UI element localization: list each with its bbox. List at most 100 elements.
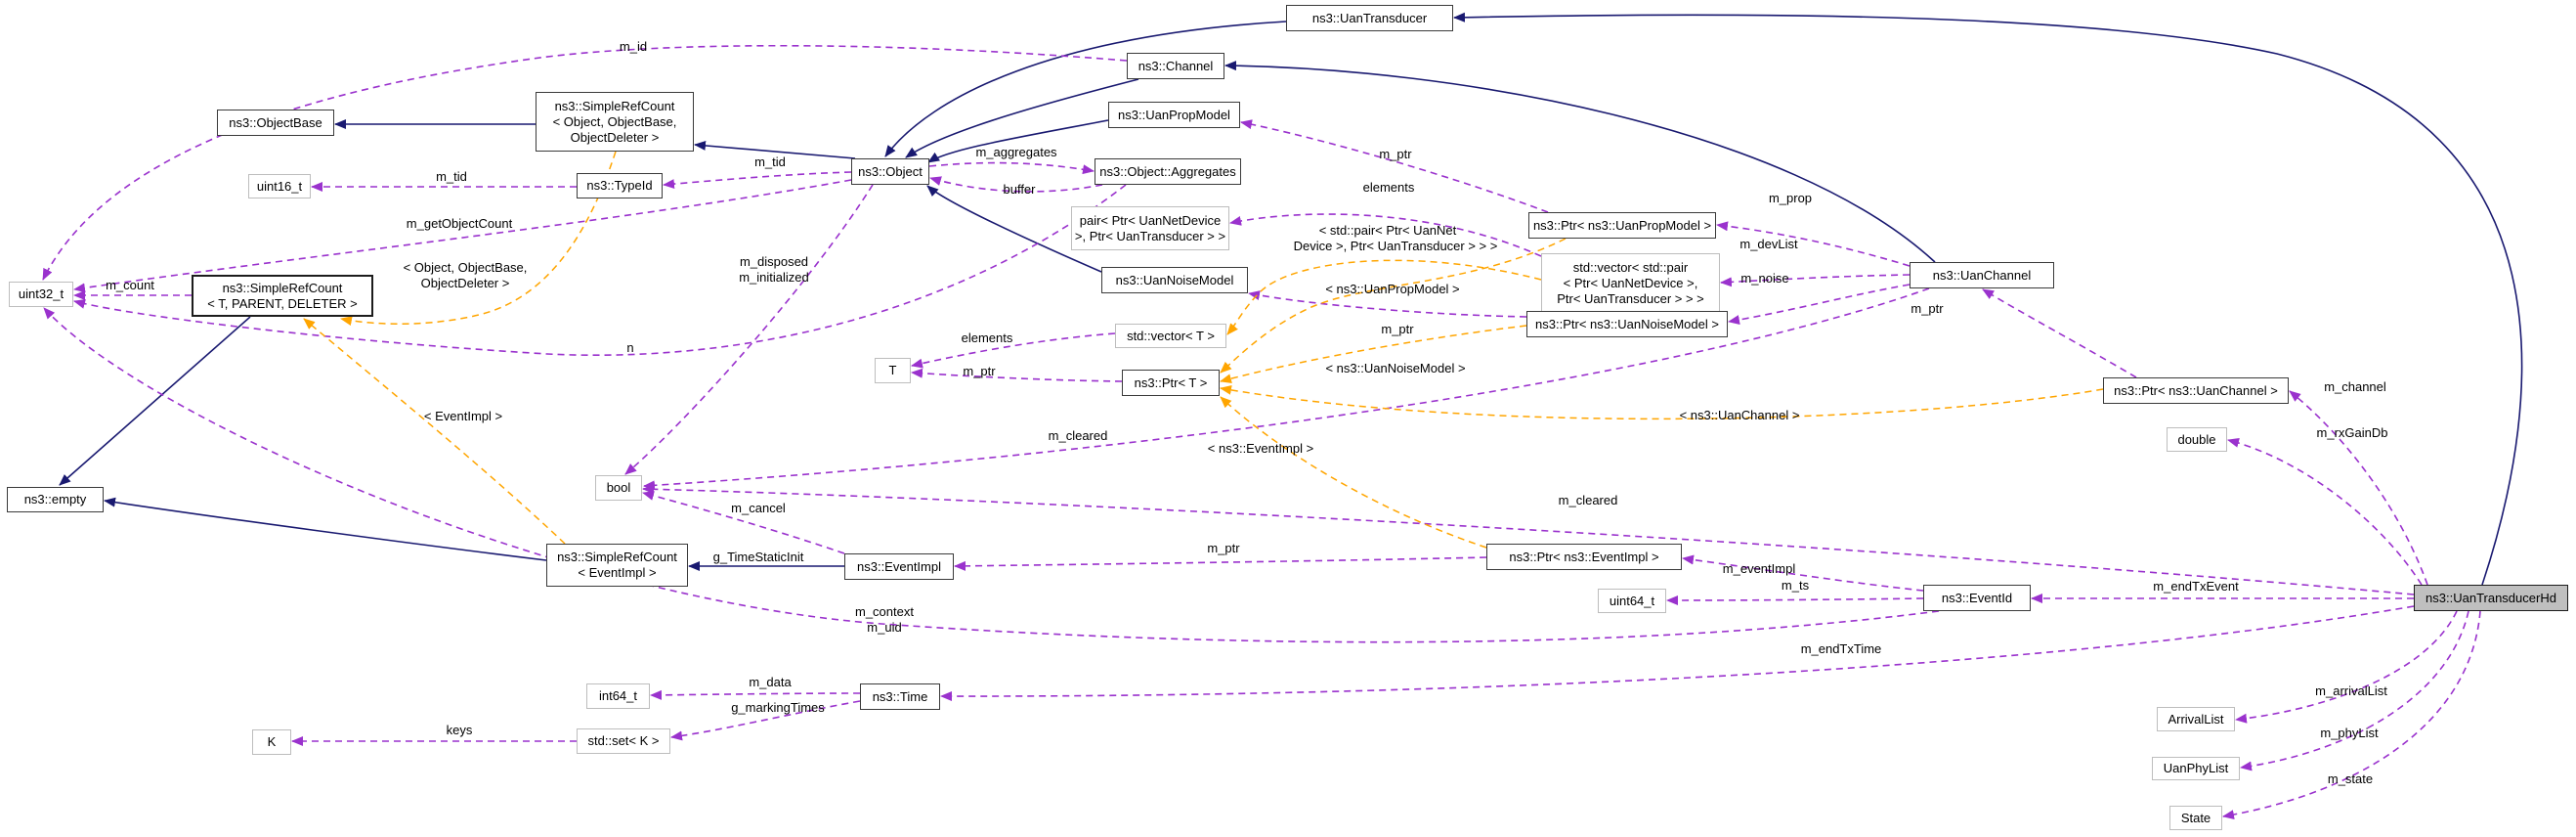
node-label: ns3::EventImpl	[857, 558, 941, 574]
edge-label-use-m-eventimpl: m_eventImpl	[1723, 561, 1796, 576]
node-uanpropmodel[interactable]: ns3::UanPropModel	[1108, 102, 1240, 128]
node-object[interactable]: ns3::Object	[851, 158, 929, 185]
node-simplerefcount-tpd[interactable]: ns3::SimpleRefCount< T, PARENT, DELETER …	[192, 275, 373, 317]
node-t[interactable]: T	[875, 358, 911, 383]
node-uantransducer[interactable]: ns3::UanTransducer	[1286, 5, 1453, 31]
node-label: ns3::Ptr< ns3::UanNoiseModel >	[1535, 316, 1719, 331]
edge-use-m-id	[42, 44, 1128, 281]
edge-inh-uantransducer-object	[884, 21, 1287, 157]
edge-label-use-m-cancel: m_cancel	[731, 501, 786, 515]
edge-label-use-m-ptr-eventimpl: m_ptr	[1207, 541, 1240, 555]
edge-label-use-n: n	[626, 340, 633, 355]
node-ptr-eventimpl[interactable]: ns3::Ptr< ns3::EventImpl >	[1486, 544, 1682, 570]
node-ptr-uannoisemodel[interactable]: ns3::Ptr< ns3::UanNoiseModel >	[1526, 311, 1728, 337]
edge-use-m-devlist	[1720, 274, 1911, 287]
edge-label-use-m-disposed: m_disposed	[740, 254, 808, 269]
node-uantransducerhd[interactable]: ns3::UanTransducerHd	[2414, 585, 2568, 611]
node-eventid[interactable]: ns3::EventId	[1923, 585, 2031, 611]
node-ptr-uanchannel[interactable]: ns3::Ptr< ns3::UanChannel >	[2103, 377, 2289, 404]
node-eventimpl[interactable]: ns3::EventImpl	[844, 553, 954, 580]
node-vector-pair[interactable]: std::vector< std::pair< Ptr< UanNetDevic…	[1541, 253, 1720, 314]
edge-use-buffer	[929, 176, 1103, 193]
node-uint16-t[interactable]: uint16_t	[248, 174, 311, 198]
edge-label-use-m-id: m_id	[620, 39, 647, 54]
node-std-set-k[interactable]: std::set< K >	[577, 728, 670, 754]
node-label: ns3::UanTransducerHd	[2426, 590, 2556, 605]
edge-use-m-phylist	[2240, 610, 2469, 771]
node-empty[interactable]: ns3::empty	[7, 487, 104, 512]
edge-label-use-m-prop: m_prop	[1769, 191, 1812, 205]
edge-use-m-channel	[2289, 390, 2428, 586]
edge-label-use-m-count: m_count	[106, 278, 154, 292]
edge-tpl-ptr-uanpropmodel-instance	[1220, 238, 1567, 374]
node-time[interactable]: ns3::Time	[860, 683, 940, 710]
node-arrivallist[interactable]: ArrivalList	[2157, 707, 2235, 731]
node-label: ns3::Time	[872, 688, 928, 704]
edge-use-elements-pair	[1229, 213, 1542, 257]
node-pair-netdevice-transducer[interactable]: pair< Ptr< UanNetDevice >, Ptr< UanTrans…	[1071, 206, 1229, 250]
node-label: ns3::SimpleRefCount	[554, 98, 675, 113]
edge-use-m-noise	[1728, 284, 1911, 325]
edge-use-n	[73, 184, 1127, 357]
edge-label-use-keys: keys	[447, 723, 473, 737]
edge-use-m-data	[650, 689, 861, 700]
node-label: ns3::TypeId	[586, 178, 653, 193]
node-label: ns3::Ptr< T >	[1134, 374, 1208, 390]
edge-label-use-m-data: m_data	[749, 675, 792, 689]
edge-label-use-m-ptr-uanpropmodel: m_ptr	[1379, 147, 1412, 161]
edge-use-m-getobjectcount	[73, 179, 852, 293]
node-label: ns3::UanTransducer	[1311, 10, 1428, 25]
edge-inh-srctpd-empty	[59, 316, 251, 486]
node-channel[interactable]: ns3::Channel	[1127, 53, 1224, 79]
edge-label-tpl-object-instance: ObjectDeleter >	[421, 276, 510, 290]
node-k[interactable]: K	[252, 729, 291, 755]
node-double[interactable]: double	[2167, 427, 2227, 452]
node-uint32-t[interactable]: uint32_t	[9, 282, 73, 307]
edge-use-m-ptr-uanchannel	[1982, 288, 2137, 378]
node-uanphylist[interactable]: UanPhyList	[2152, 757, 2240, 780]
edge-use-m-aggregates	[928, 161, 1095, 175]
node-uanchannel[interactable]: ns3::UanChannel	[1910, 262, 2054, 288]
node-ptr-uanpropmodel[interactable]: ns3::Ptr< ns3::UanPropModel >	[1528, 212, 1716, 239]
node-label: UanPhyList	[2163, 761, 2229, 775]
edge-tpl-ptr-uanchannel-instance	[1220, 384, 2104, 420]
node-typeid[interactable]: ns3::TypeId	[577, 173, 663, 198]
edge-tpl-object-instance	[340, 151, 617, 327]
edge-label-use-buffer: buffer	[1003, 182, 1036, 197]
edge-label-use-m-getobjectcount: m_getObjectCount	[407, 216, 513, 231]
node-ptr-t[interactable]: ns3::Ptr< T >	[1122, 370, 1220, 396]
edge-label-use-m-endtxtime: m_endTxTime	[1801, 641, 1882, 656]
node-std-vector-t[interactable]: std::vector< T >	[1115, 324, 1226, 348]
node-label: ns3::Object::Aggregates	[1099, 163, 1236, 179]
edge-label-tpl-ptr-uanpropmodel-instance: < ns3::UanPropModel >	[1325, 282, 1459, 296]
edge-label-use-m-tid-typeid: m_tid	[436, 169, 467, 184]
node-label: std::vector< T >	[1127, 328, 1215, 343]
node-uannoisemodel[interactable]: ns3::UanNoiseModel	[1101, 267, 1248, 293]
edge-use-m-ts	[1666, 595, 1924, 605]
edge-label-tpl-ptr-uannoisemodel-instance: < ns3::UanNoiseModel >	[1325, 361, 1465, 375]
edge-label-use-m-tid-object: m_tid	[754, 154, 786, 169]
node-objectbase[interactable]: ns3::ObjectBase	[217, 110, 334, 136]
node-simplerefcount-object[interactable]: ns3::SimpleRefCount< Object, ObjectBase,…	[536, 92, 694, 152]
node-label: pair< Ptr< UanNetDevice	[1079, 212, 1222, 228]
node-label: ns3::UanChannel	[1932, 267, 2032, 283]
node-uint64-t[interactable]: uint64_t	[1598, 589, 1666, 613]
node-simplerefcount-eventimpl[interactable]: ns3::SimpleRefCount< EventImpl >	[546, 544, 688, 587]
edge-use-m-cleared-uanchannel	[643, 287, 1930, 491]
edge-use-m-endtxtime	[940, 605, 2415, 702]
node-aggregates[interactable]: ns3::Object::Aggregates	[1095, 158, 1241, 185]
node-label: T	[888, 363, 897, 377]
node-state[interactable]: State	[2169, 806, 2222, 830]
node-label: < Ptr< UanNetDevice >,	[1563, 276, 1698, 290]
node-label: uint16_t	[256, 178, 303, 194]
edge-label-use-m-phylist: m_phyList	[2320, 726, 2379, 740]
edge-inh-uanpropmodel-object	[927, 119, 1109, 163]
edge-label-use-g-markingtimes: g_markingTimes	[731, 700, 825, 715]
edge-inh-srceventimpl-empty	[104, 497, 547, 561]
edge-label-tpl-eventimpl-instance: < EventImpl >	[424, 409, 502, 423]
node-label: ns3::UanNoiseModel	[1115, 272, 1234, 287]
node-bool[interactable]: bool	[595, 475, 642, 501]
edge-use-m-eventimpl	[1682, 554, 1924, 592]
edge-label-inh-eventimpl-srceventimpl: g_TimeStaticInit	[713, 550, 804, 564]
node-int64-t[interactable]: int64_t	[586, 683, 650, 709]
